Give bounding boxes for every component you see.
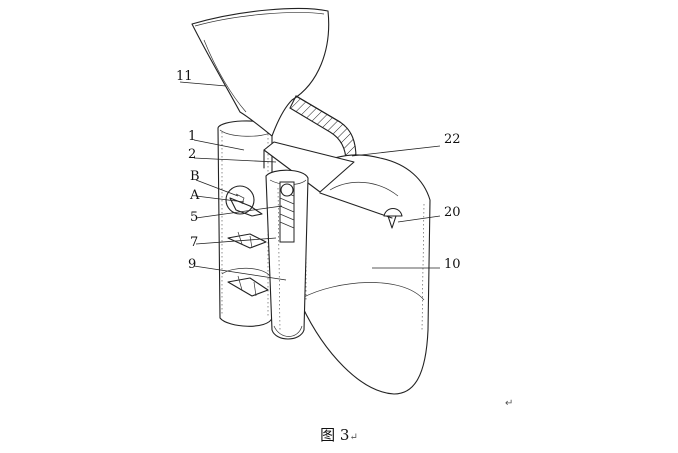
label-b: B	[190, 169, 200, 184]
label-11: 11	[176, 69, 193, 84]
hopper	[191, 7, 330, 137]
bracket-9	[221, 267, 271, 297]
label-20: 20	[444, 205, 461, 220]
bracket-7	[227, 231, 267, 249]
label-22: 22	[444, 132, 461, 147]
label-5: 5	[190, 210, 198, 225]
detail-b-circle	[225, 185, 263, 217]
caption-return-mark: ↵	[349, 432, 358, 443]
label-10: 10	[444, 257, 461, 272]
fitting-20	[383, 207, 403, 229]
return-mark: ↵	[505, 398, 514, 409]
label-9: 9	[188, 257, 196, 272]
leader-lines	[179, 81, 441, 281]
label-2: 2	[188, 147, 196, 162]
label-a: A	[189, 188, 200, 203]
caption-text: 图 3	[320, 426, 350, 444]
center-tube	[265, 169, 309, 340]
figure-caption: 图 3↵	[0, 424, 678, 445]
label-1: 1	[188, 129, 196, 144]
label-7: 7	[190, 235, 198, 250]
